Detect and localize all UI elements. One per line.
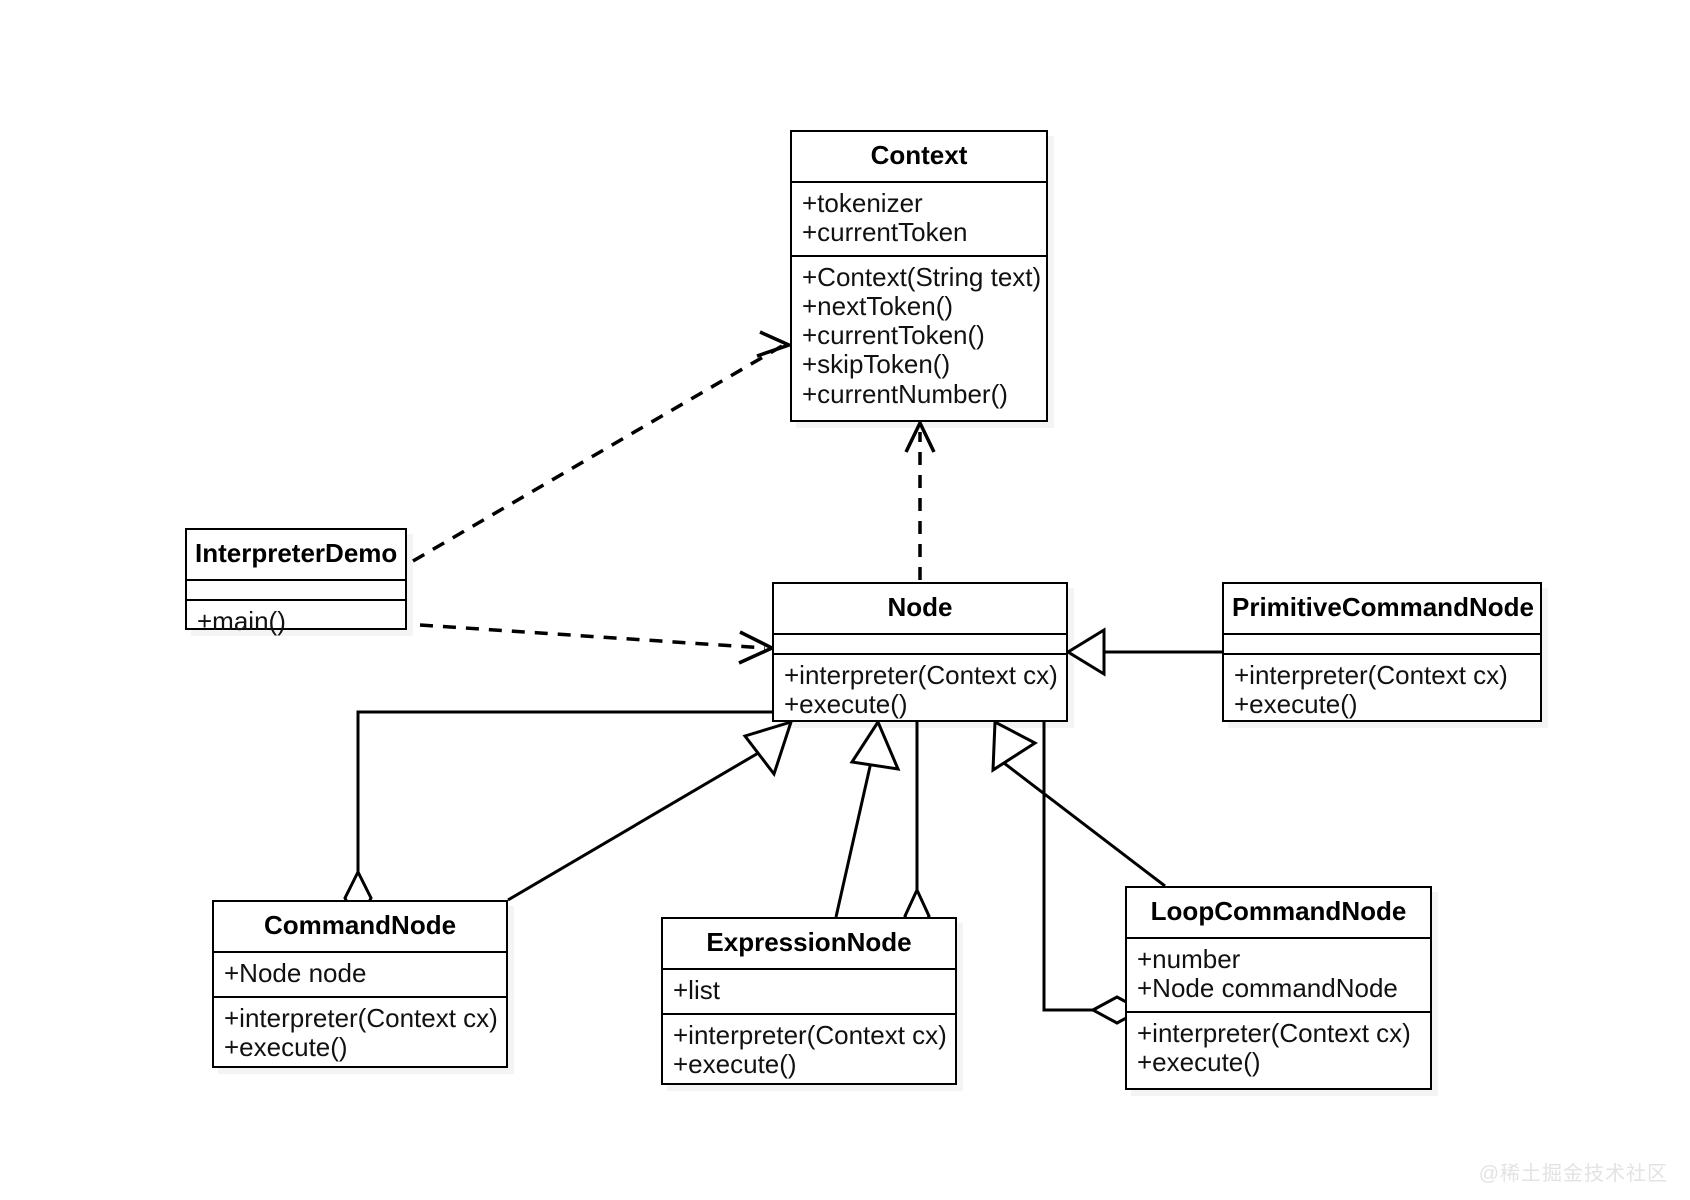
class-title-context: Context — [792, 132, 1046, 183]
watermark-text: @稀土掘金技术社区 — [1478, 1163, 1668, 1185]
operation-item: +execute() — [224, 1032, 348, 1063]
class-title-interpreter-demo: InterpreterDemo — [187, 530, 405, 581]
dependency-line — [412, 344, 783, 563]
class-title-node: Node — [774, 584, 1066, 635]
operation-item: +currentToken() — [802, 320, 985, 351]
attribute-item: +Node commandNode — [1137, 973, 1398, 1003]
class-operations-primitive-command-node: +interpreter(Context cx) +execute() — [1224, 655, 1540, 727]
class-title-loop-command-node: LoopCommandNode — [1127, 888, 1430, 939]
operation-item: +execute() — [1234, 689, 1358, 719]
attribute-item: +list — [673, 974, 720, 1005]
operation-item: +Context(String text) — [802, 262, 1042, 293]
relationship-expression-extends-node — [834, 718, 901, 918]
operation-item: +execute() — [673, 1049, 797, 1080]
class-box-expression-node[interactable]: ExpressionNode +list +interpreter(Contex… — [661, 917, 957, 1085]
relationship-command-extends-node — [507, 719, 794, 902]
class-box-interpreter-demo[interactable]: InterpreterDemo +main() — [185, 528, 407, 636]
class-attributes-interpreter-demo — [187, 581, 405, 601]
operation-item: +execute() — [1137, 1047, 1261, 1078]
hollow-triangle-head — [991, 719, 1038, 773]
operation-item: +execute() — [784, 689, 908, 719]
operation-item: +nextToken() — [802, 291, 954, 322]
generalization-line — [507, 750, 761, 902]
operation-item: +currentNumber() — [802, 378, 1008, 409]
generalization-line — [834, 761, 873, 918]
hollow-triangle-head — [742, 719, 794, 778]
class-box-command-node[interactable]: CommandNode +Node node +interpreter(Cont… — [212, 900, 508, 1068]
operation-item: +interpreter(Context cx) — [224, 1003, 498, 1033]
relationship-demo-uses-node — [419, 623, 777, 665]
aggregation-line — [356, 710, 772, 872]
operation-item: +interpreter(Context cx) — [784, 659, 1058, 690]
class-operations-node: +interpreter(Context cx) +execute() — [774, 655, 1066, 727]
hollow-triangle-head — [849, 718, 901, 771]
class-operations-loop-command-node: +interpreter(Context cx) +execute() — [1127, 1013, 1430, 1085]
generalization-line — [999, 758, 1166, 888]
attribute-item: +tokenizer — [802, 187, 923, 218]
class-operations-command-node: +interpreter(Context cx) +execute() — [214, 998, 506, 1070]
open-arrow-head — [904, 418, 936, 453]
attribute-item: +Node node — [224, 957, 367, 988]
operation-item: +main() — [197, 605, 286, 636]
operation-item: +interpreter(Context cx) — [1137, 1018, 1411, 1049]
class-operations-context: +Context(String text) +nextToken() +curr… — [792, 257, 1046, 417]
class-box-loop-command-node[interactable]: LoopCommandNode +number +Node commandNod… — [1125, 886, 1432, 1090]
operation-item: +skipToken() — [802, 349, 951, 380]
attribute-item: +currentToken — [802, 217, 968, 247]
operation-item: +interpreter(Context cx) — [1234, 659, 1508, 690]
dependency-line — [419, 623, 766, 650]
relationship-primitive-extends-node — [1065, 627, 1222, 677]
class-attributes-node — [774, 635, 1066, 655]
class-attributes-expression-node: +list — [663, 970, 955, 1015]
attribute-item: +number — [1137, 943, 1241, 974]
class-box-context[interactable]: Context +tokenizer +currentToken +Contex… — [790, 130, 1048, 422]
relationship-expression-aggregates-node — [903, 722, 931, 946]
open-arrow-head — [756, 330, 794, 358]
aggregation-line — [1042, 722, 1095, 1012]
class-attributes-loop-command-node: +number +Node commandNode — [1127, 939, 1430, 1014]
relationship-loop-extends-node — [991, 719, 1166, 888]
class-attributes-command-node: +Node node — [214, 953, 506, 998]
class-attributes-primitive-command-node — [1224, 635, 1540, 655]
class-attributes-context: +tokenizer +currentToken — [792, 183, 1046, 258]
relationship-node-uses-context — [904, 418, 936, 580]
class-box-primitive-command-node[interactable]: PrimitiveCommandNode +interpreter(Contex… — [1222, 582, 1542, 722]
class-title-command-node: CommandNode — [214, 902, 506, 953]
class-operations-interpreter-demo: +main() — [187, 601, 405, 644]
class-title-expression-node: ExpressionNode — [663, 919, 955, 970]
class-operations-expression-node: +interpreter(Context cx) +execute() — [663, 1015, 955, 1087]
operation-item: +interpreter(Context cx) — [673, 1020, 947, 1050]
hollow-triangle-head — [1065, 627, 1106, 677]
class-title-primitive-command-node: PrimitiveCommandNode — [1224, 584, 1540, 635]
relationship-command-aggregates-node — [343, 710, 772, 928]
relationship-demo-uses-context — [412, 330, 794, 563]
class-box-node[interactable]: Node +interpreter(Context cx) +execute() — [772, 582, 1068, 722]
